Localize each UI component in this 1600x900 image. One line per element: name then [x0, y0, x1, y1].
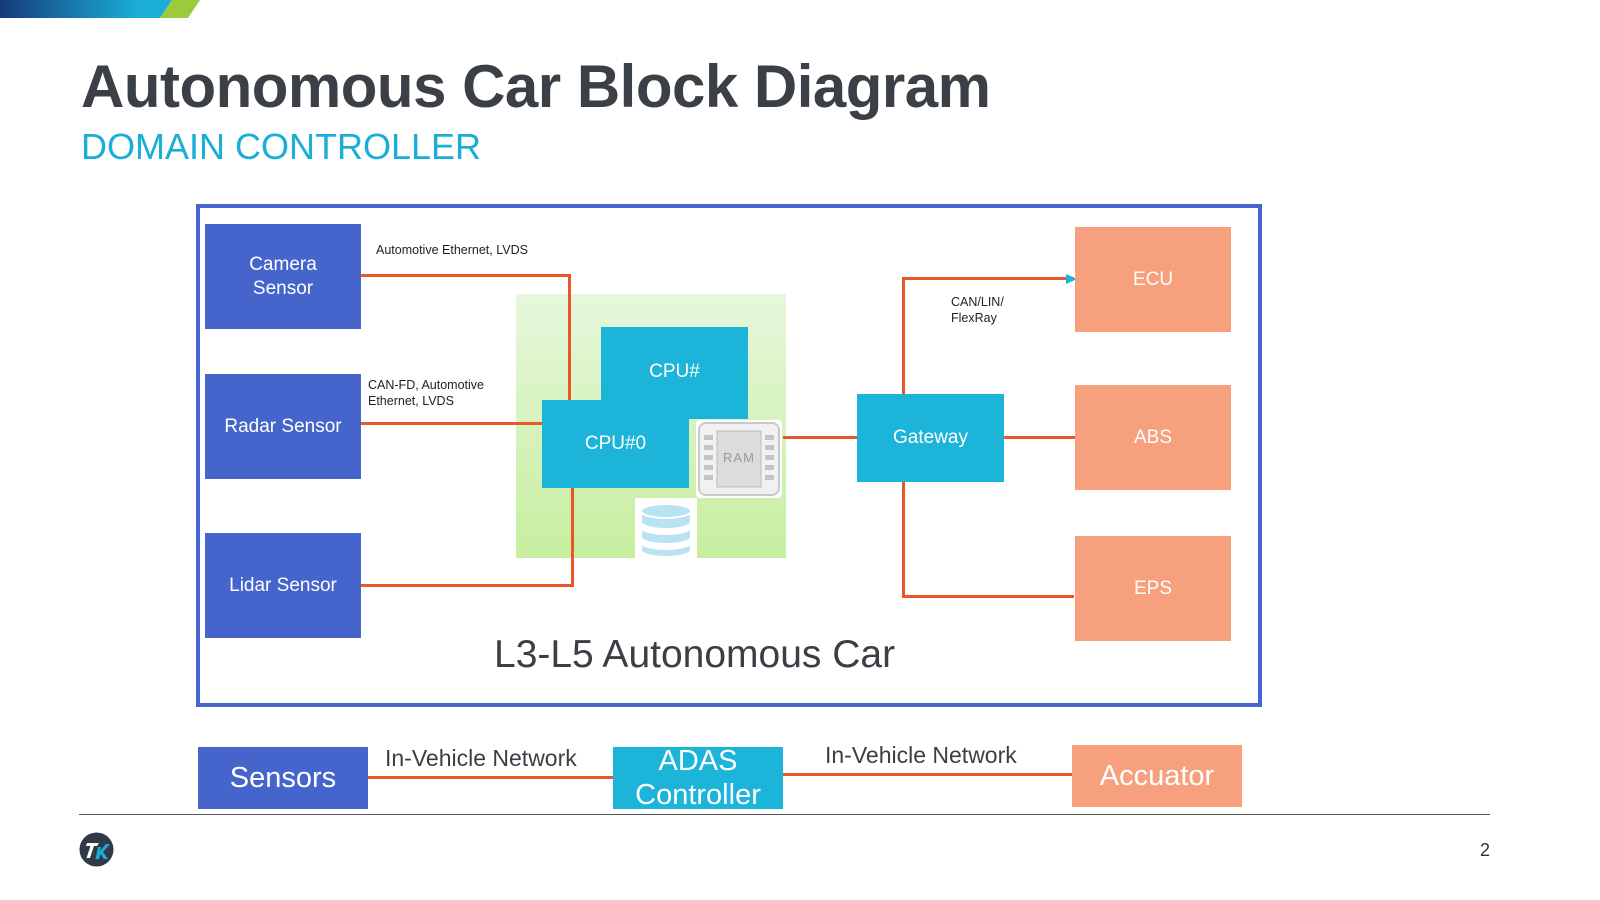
summary-controller-block: ADAS Controller: [613, 745, 783, 811]
header-accent-bar: [0, 0, 200, 18]
cpu0-label: CPU#0: [584, 433, 647, 454]
wire-soc-gateway: [783, 436, 858, 439]
summary-network-left-label: In-Vehicle Network: [385, 745, 577, 771]
vehicle-frame: [196, 204, 1262, 707]
summary-sensors-block: Sensors: [198, 747, 368, 809]
summary-network-right-label: In-Vehicle Network: [825, 742, 1017, 768]
radar-link-label-1: CAN-FD, Automotive: [368, 378, 485, 392]
ecu-block: ECU: [1075, 227, 1231, 332]
actuator-bus-label-2: FlexRay: [951, 311, 997, 325]
cpu0-block: CPU#0: [542, 400, 689, 488]
radar-link-label-2: Ethernet, LVDS: [368, 394, 454, 408]
wire-radar: [361, 422, 543, 425]
database-icon: [640, 503, 692, 558]
wire-gateway-abs: [1003, 436, 1076, 439]
gateway-block: Gateway: [857, 394, 1004, 482]
page-title: Autonomous Car Block Diagram: [81, 53, 991, 120]
logo-icon: [79, 832, 114, 867]
ram-label: RAM: [723, 450, 755, 465]
wire-camera-h: [361, 274, 571, 277]
wire-gateway-up: [902, 278, 905, 394]
frame-caption: L3-L5 Autonomous Car: [494, 633, 896, 676]
summary-wire-left: [368, 776, 614, 779]
header-accent-graphic: [0, 0, 200, 18]
actuator-bus-label-1: CAN/LIN/: [951, 295, 1004, 309]
page-number: 2: [1479, 840, 1490, 860]
radar-sensor-block: Radar Sensor: [205, 374, 361, 479]
camera-link-label: Automotive Ethernet, LVDS: [376, 243, 528, 257]
storage-icon: [635, 498, 697, 562]
wire-gateway-down: [902, 481, 905, 598]
summary-wire-right: [782, 773, 1073, 776]
wire-gateway-eps: [902, 595, 1074, 598]
abs-block: ABS: [1075, 385, 1231, 490]
lidar-sensor-block: Lidar Sensor: [205, 533, 361, 638]
footer-divider: [79, 814, 1490, 815]
company-logo: [79, 832, 114, 867]
wire-lidar-h: [361, 584, 574, 587]
camera-sensor-block: Camera Sensor: [205, 224, 361, 329]
ram-chip-icon: [698, 422, 780, 496]
wire-camera-v: [568, 274, 571, 400]
page-subtitle: DOMAIN CONTROLLER: [81, 126, 482, 167]
cpu1-label: CPU#: [649, 361, 700, 382]
ram-chip: RAM: [696, 420, 782, 498]
wire-gateway-ecu: [902, 277, 1074, 280]
eps-block: EPS: [1075, 536, 1231, 641]
summary-actuator-block: Accuator: [1072, 745, 1242, 807]
arrow-head-ecu: [1066, 274, 1077, 284]
wire-lidar-v: [571, 486, 574, 587]
